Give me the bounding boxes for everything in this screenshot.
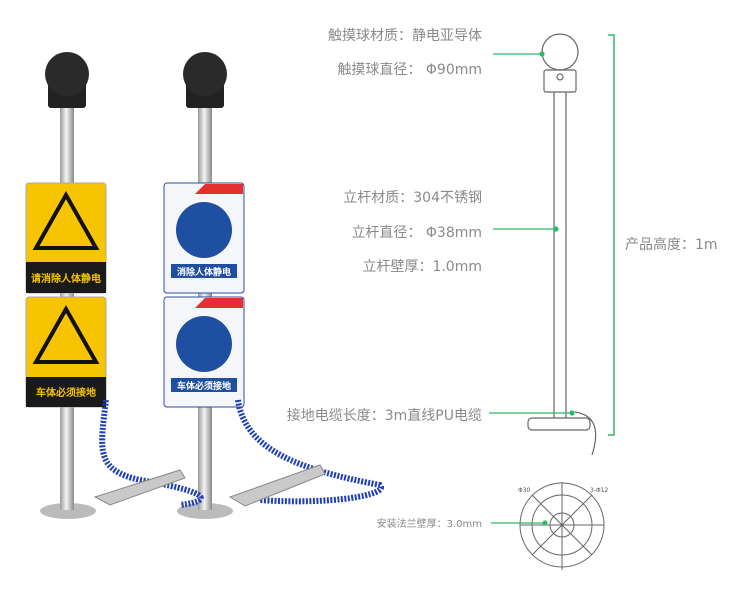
label-product-height: 产品高度：1m bbox=[625, 236, 718, 253]
warning-triangle-icon bbox=[32, 304, 100, 364]
product-photo-yellow-signs: 请消除人体静电 车体必须接地 bbox=[25, 52, 107, 519]
label-pole-wall: 立杆壁厚：1.0mm bbox=[362, 259, 482, 275]
technical-drawing bbox=[527, 33, 597, 456]
base-plate bbox=[177, 503, 233, 519]
label-flange-wall: 安装法兰壁厚：3.0mm bbox=[377, 517, 482, 530]
label-pole-material: 立杆材质：304不锈钢 bbox=[343, 190, 482, 206]
mandatory-sign-icon bbox=[176, 316, 232, 372]
touch-ball bbox=[183, 52, 227, 96]
callout-lines bbox=[489, 51, 575, 526]
flange-hole-label: Φ30 bbox=[518, 487, 531, 494]
grounding-clamps bbox=[93, 464, 326, 507]
base-plate bbox=[40, 503, 96, 519]
touch-ball bbox=[45, 52, 89, 96]
grounding-cables bbox=[99, 399, 385, 508]
mandatory-sign-icon bbox=[176, 202, 232, 258]
label-cable-length: 接地电缆长度：3m直线PU电缆 bbox=[287, 407, 482, 424]
sign-text: 请消除人体静电 bbox=[31, 272, 101, 285]
flange-drawing bbox=[519, 482, 605, 570]
sign-yellow-bottom: 车体必须接地 bbox=[25, 296, 107, 408]
label-ball-diameter: 触摸球直径： Φ90mm bbox=[337, 61, 482, 78]
sign-blue-bottom: 车体必须接地 bbox=[163, 296, 245, 408]
sign-yellow-top: 请消除人体静电 bbox=[25, 182, 107, 294]
sign-text: 车体必须接地 bbox=[36, 386, 96, 399]
sign-text: 车体必须接地 bbox=[177, 380, 231, 392]
height-bracket bbox=[608, 34, 615, 436]
sign-text: 消除人体静电 bbox=[177, 266, 231, 278]
sign-blue-top: 消除人体静电 bbox=[163, 182, 245, 294]
label-pole-diameter: 立杆直径： Φ38mm bbox=[351, 224, 482, 241]
flange-holes-label: 3-Φ12 bbox=[590, 487, 609, 494]
label-ball-material: 触摸球材质：静电亚导体 bbox=[328, 28, 482, 44]
product-photo-blue-signs: 消除人体静电 车体必须接地 bbox=[163, 52, 245, 519]
warning-triangle-icon bbox=[32, 190, 100, 250]
